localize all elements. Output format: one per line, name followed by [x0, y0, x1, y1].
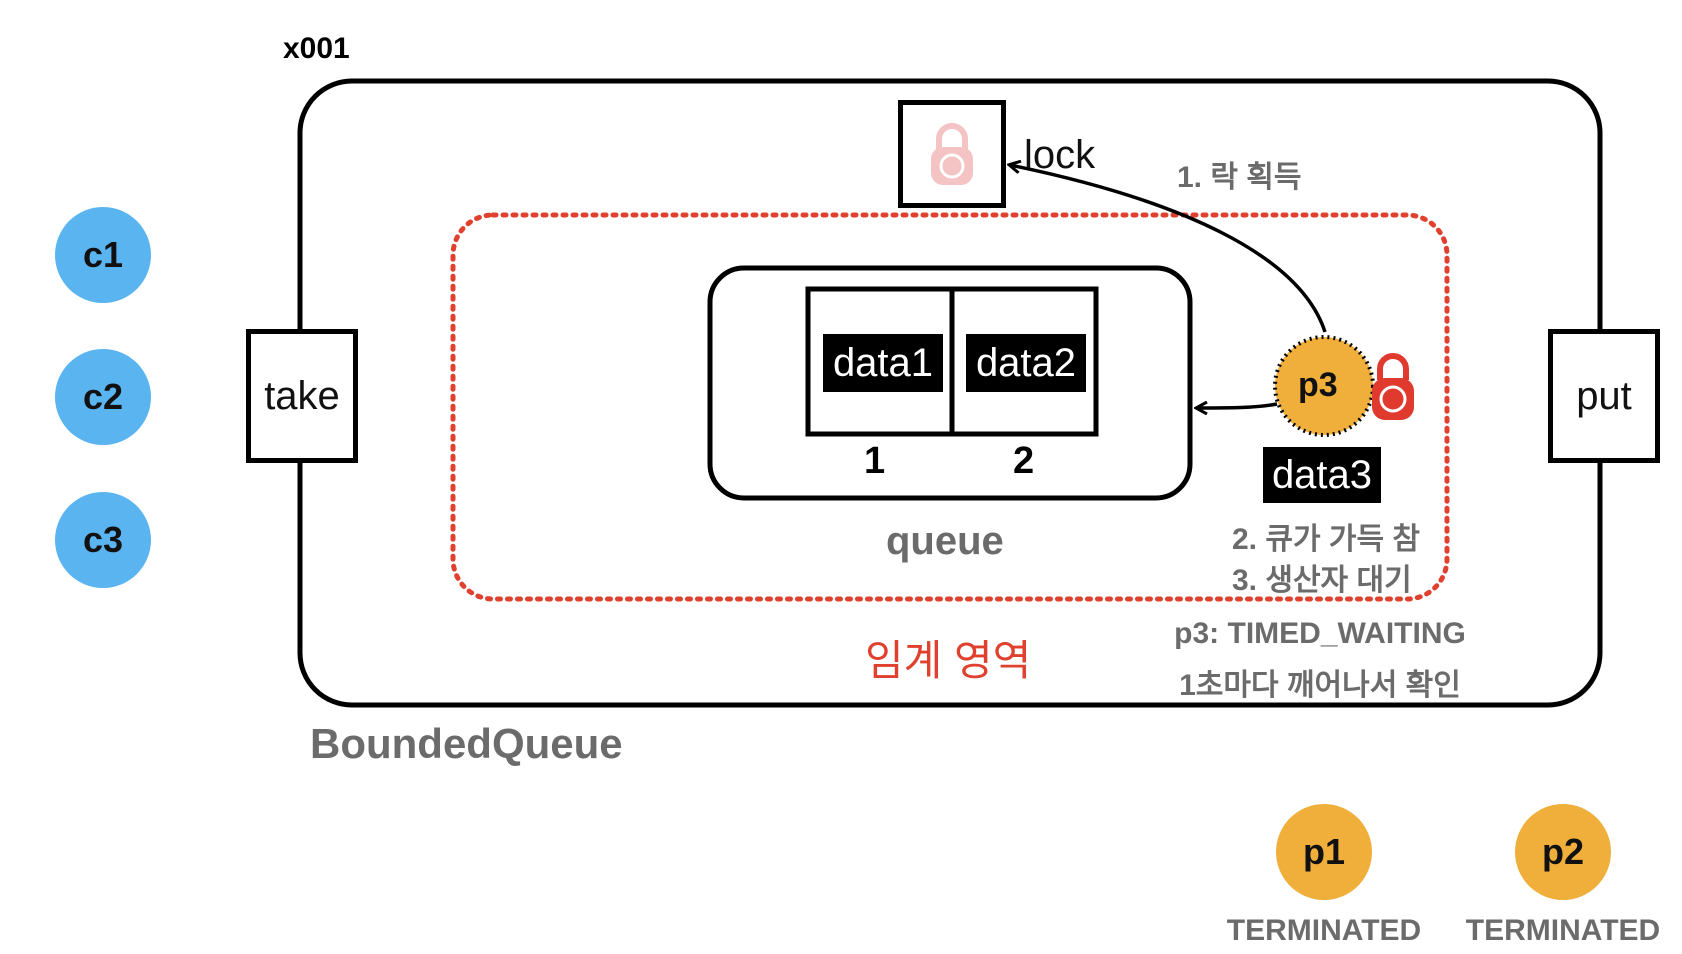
critical-section-border [450, 212, 1450, 602]
producer-p2-state: TERMINATED [1465, 914, 1661, 947]
queue-container [707, 265, 1193, 501]
queue-slot-2-index: 2 [1013, 440, 1035, 482]
bounded-queue-label: BoundedQueue [310, 720, 623, 767]
arrow-to-lock [1010, 165, 1327, 333]
lock-icon-held [1372, 353, 1414, 420]
step-3-label: 3. 생산자 대기 [1232, 564, 1412, 597]
arrow-to-queue [1197, 404, 1278, 408]
consumer-c2: c2 [55, 349, 151, 445]
p3-state-note: 1초마다 깨어나서 확인 [1179, 669, 1461, 702]
step-2-label: 2. 큐가 가득 참 [1232, 523, 1421, 556]
producer-p1: p1 [1276, 804, 1372, 900]
step-1-label: 1. 락 획득 [1177, 161, 1302, 194]
queue-slot-1-index: 1 [864, 440, 886, 482]
p3-state-label: p3: TIMED_WAITING [1174, 617, 1466, 650]
lock-label: lock [1024, 133, 1096, 177]
producer-p1-state: TERMINATED [1226, 914, 1422, 947]
object-id-label: x001 [283, 32, 350, 65]
producer-p2: p2 [1515, 804, 1611, 900]
queue-label: queue [886, 519, 1004, 563]
put-method-box: put [1548, 329, 1660, 463]
lock-icon-faded [931, 123, 973, 185]
queue-slot-2-data: data2 [966, 334, 1086, 392]
p3-data-label: data3 [1263, 447, 1381, 503]
queue-slot-2 [949, 286, 1099, 437]
p3-label: p3 [1298, 366, 1338, 404]
take-method-box: take [246, 329, 358, 463]
critical-section-label: 임계 영역 [865, 637, 1032, 684]
lock-box [898, 100, 1006, 208]
consumer-c3: c3 [55, 492, 151, 588]
queue-slot-1-data: data1 [823, 334, 943, 392]
consumer-c1: c1 [55, 207, 151, 303]
